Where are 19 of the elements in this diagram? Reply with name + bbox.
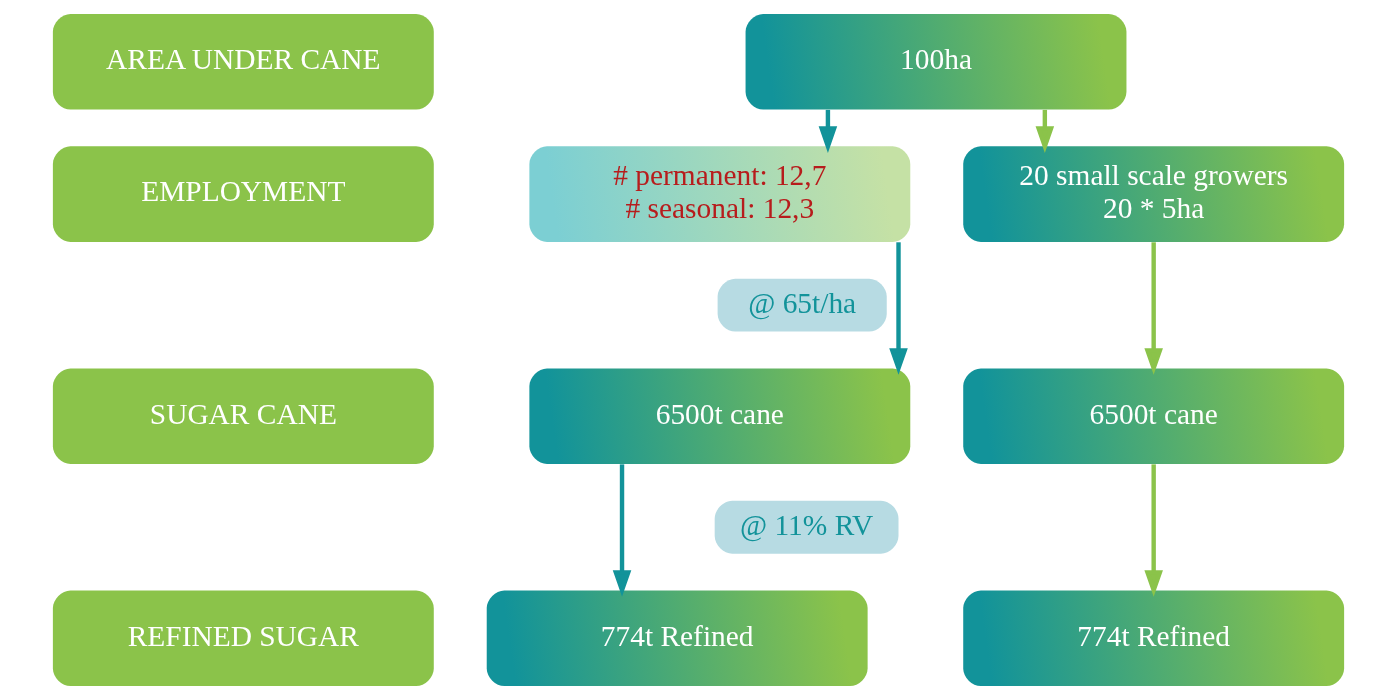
label: @ 65t/ha	[748, 286, 857, 319]
label: @ 11% RV	[740, 508, 874, 541]
arrow	[1144, 464, 1163, 597]
node-box: 774t Refined	[486, 590, 868, 687]
node-box: REFINED SUGAR	[52, 590, 434, 687]
node-box: 774t Refined	[963, 590, 1345, 687]
arrow	[1035, 109, 1055, 153]
node-box: AREA UNDER CANE	[52, 13, 434, 110]
node-box: # permanent: 12,7 # seasonal: 12,3	[529, 146, 911, 242]
node-box: SUGAR CANE	[52, 368, 434, 464]
arrow	[1144, 242, 1163, 375]
node-box: 6500t cane	[963, 368, 1345, 464]
arrow	[889, 242, 908, 375]
arrow	[818, 109, 838, 153]
node-box: 20 small scale growers 20 * 5ha	[963, 146, 1345, 242]
node-box: 100ha	[745, 13, 1127, 110]
node-box: 6500t cane	[529, 368, 911, 464]
arrow	[612, 464, 632, 597]
node-box: EMPLOYMENT	[52, 146, 434, 242]
